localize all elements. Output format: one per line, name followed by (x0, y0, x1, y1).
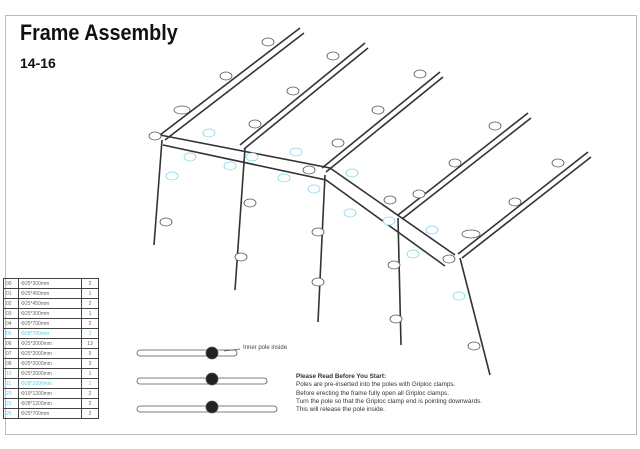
page-subtitle: 14-16 (20, 55, 56, 71)
part-spec: Φ25*450mm (18, 298, 82, 309)
part-code: 03 (3, 308, 19, 319)
leg-3 (317, 174, 326, 323)
inner-pole-label: Inner pole inside (243, 345, 288, 351)
instruction-line: Poles are pre-inserted into the poles wi… (296, 381, 456, 389)
leg-4 (397, 217, 402, 346)
instruction-line: This will release the pole inside. (296, 406, 385, 414)
part-code: 01 (3, 288, 19, 299)
part-code: 25 (3, 408, 19, 419)
part-spec: Φ25*700mm (18, 408, 82, 419)
part-code: 04 (3, 318, 19, 329)
part-qty: 2 (81, 318, 99, 329)
rafter-3 (321, 71, 441, 169)
part-spec: Φ28*2000mm (18, 378, 82, 389)
part-code: 10 (3, 368, 19, 379)
part-spec: Φ25*2000mm (18, 348, 82, 359)
eave-beam (159, 134, 456, 256)
part-spec: Φ25*2000mm (18, 368, 82, 379)
part-qty: 1 (81, 288, 99, 299)
inner-pole-illustrations (136, 346, 278, 414)
part-qty: 5 (81, 348, 99, 359)
part-code: 08 (3, 358, 19, 369)
instruction-line: Turn the pole so that the Griploc clamp … (296, 397, 482, 405)
part-qty: 2 (81, 388, 99, 399)
part-qty: 2 (81, 328, 99, 339)
part-code: 20 (3, 388, 19, 399)
part-code: 11 (3, 378, 19, 389)
part-qty: 1 (81, 308, 99, 319)
leg-1 (153, 139, 163, 246)
part-qty: 13 (81, 338, 99, 349)
assembly-sheet (5, 15, 637, 435)
part-code: 00 (3, 278, 19, 289)
part-code: 05 (3, 328, 19, 339)
rafter-1 (159, 27, 301, 136)
part-spec: Φ25*300mm (18, 278, 82, 289)
instructions: Please Read Before You Start: Poles are … (296, 373, 482, 414)
rafter-2 (239, 42, 366, 146)
part-qty: 2 (81, 408, 99, 419)
part-spec: Φ25*2000mm (18, 338, 82, 349)
page-title: Frame Assembly (20, 20, 178, 45)
rafter-4 (397, 112, 529, 216)
part-qty: 2 (81, 378, 99, 389)
leg-5 (459, 257, 491, 376)
part-spec: Φ28*700mm (18, 328, 82, 339)
part-spec: Φ28*1200mm (18, 398, 82, 409)
part-code: 21 (3, 398, 19, 409)
part-code: 02 (3, 298, 19, 309)
instructions-heading: Please Read Before You Start: (296, 373, 387, 380)
rafter-5 (457, 151, 589, 255)
part-qty: 2 (81, 278, 99, 289)
part-qty: 3 (81, 358, 99, 369)
part-spec: Φ25*450mm (18, 288, 82, 299)
part-labels (148, 37, 565, 351)
part-qty: 2 (81, 298, 99, 309)
part-qty: 1 (81, 368, 99, 379)
part-spec: Φ25*2000mm (18, 358, 82, 369)
part-qty: 2 (81, 398, 99, 409)
part-spec: Φ19*1200mm (18, 388, 82, 399)
part-spec: Φ25*300mm (18, 308, 82, 319)
leg-2 (234, 147, 246, 291)
part-spec: Φ25*700mm (18, 318, 82, 329)
instruction-line: Before erecting the frame fully open all… (296, 389, 449, 397)
highlight-labels (165, 128, 466, 301)
part-code: 06 (3, 338, 19, 349)
part-code: 07 (3, 348, 19, 359)
